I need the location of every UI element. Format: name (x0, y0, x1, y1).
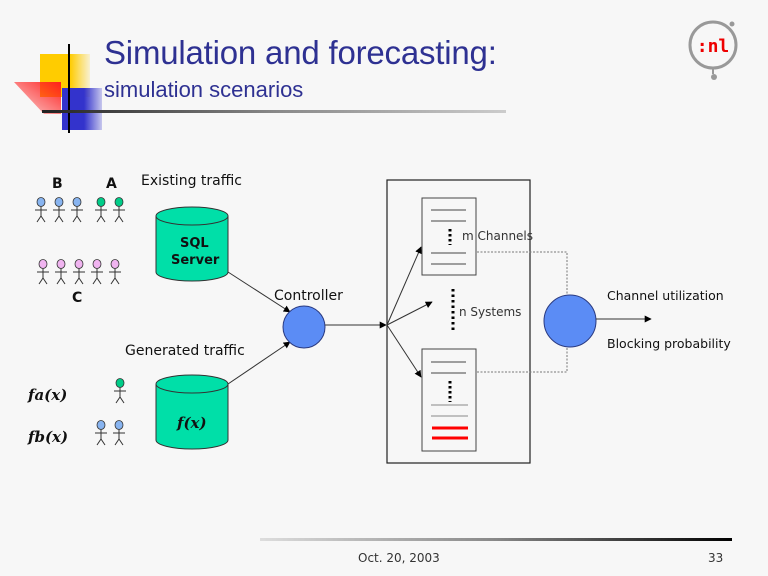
systems-container (386, 179, 531, 464)
user-group-c (73, 259, 85, 285)
slide-title: Simulation and forecasting: (104, 34, 497, 71)
systems-label: n Systems (459, 305, 522, 319)
fanout-arrow-bottom (386, 324, 422, 378)
user-group-b (53, 197, 65, 223)
group-a-label: A (106, 176, 117, 192)
statistics-node (543, 294, 597, 348)
title-underline (42, 110, 506, 113)
group-c-label: C (72, 290, 83, 306)
logo-text: :nl (697, 36, 730, 57)
sql-to-controller-arrow (227, 271, 291, 313)
generated-traffic-label: Generated traffic (125, 343, 245, 359)
fanout-arrow-top (386, 246, 422, 326)
user-group-c (37, 259, 49, 285)
generated-user-b (113, 420, 125, 446)
user-group-b (35, 197, 47, 223)
blocking-probability-label: Blocking probability (607, 336, 731, 351)
system-n (421, 348, 477, 452)
system-1 (421, 197, 477, 276)
controller-label: Controller (274, 288, 343, 304)
traffic-generator-database (155, 374, 229, 450)
footer-rule (260, 538, 732, 541)
fb-function-label: fb(x) (28, 428, 69, 446)
generated-user-b (95, 420, 107, 446)
footer-date: Oct. 20, 2003 (358, 551, 440, 565)
page-number: 33 (708, 551, 724, 565)
generator-to-controller-arrow (227, 341, 291, 385)
channels-label: m Channels (462, 229, 534, 243)
sql-label-line1: SQL (180, 236, 209, 251)
fanout-arrow-middle (386, 301, 433, 326)
generator-function-label: f(x) (177, 414, 207, 432)
user-group-c (55, 259, 67, 285)
user-group-a (95, 197, 107, 223)
fa-function-label: fa(x) (28, 386, 68, 404)
group-b-label: B (52, 176, 63, 192)
user-group-a (113, 197, 125, 223)
corner-decoration (14, 44, 506, 133)
channel-utilization-label: Channel utilization (607, 288, 724, 303)
generated-user-a (114, 378, 126, 404)
sql-label-line2: Server (171, 253, 220, 268)
user-group-b (71, 197, 83, 223)
logo: :nl (688, 20, 738, 80)
user-figures (35, 197, 126, 446)
user-group-c (109, 259, 121, 285)
monitor-line-bottom (477, 348, 568, 373)
user-group-c (91, 259, 103, 285)
controller-node (282, 305, 326, 349)
existing-traffic-label: Existing traffic (141, 173, 242, 189)
sql-server-database (155, 206, 229, 282)
monitor-line-top (477, 251, 568, 296)
red-shape (14, 82, 61, 114)
slide-subtitle: simulation scenarios (104, 77, 304, 102)
